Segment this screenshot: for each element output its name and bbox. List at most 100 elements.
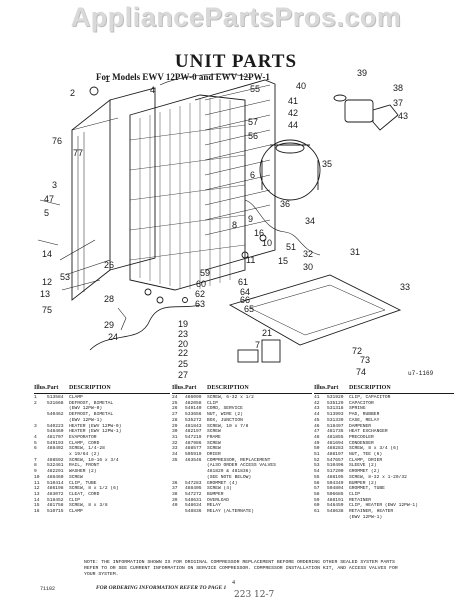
ordering-info: FOR ORDERING INFORMATION REFER TO PAGE 1 [96,585,227,591]
part-number: 486099 [185,395,202,400]
part-description: SCREW, 8 x 3/4 (6) [349,446,399,452]
part-description: DRIER [207,452,221,458]
illus-number: 3 [34,423,37,429]
part-number: 547272 [185,491,202,497]
callout-38: 38 [393,83,403,93]
part-number: 483072 [47,491,64,497]
callout-75: 75 [42,305,52,315]
part-number: 488195 [327,474,344,480]
part-number: 548634 [185,503,202,509]
illus-number: 6 [34,446,37,452]
part-number: 531920 [327,395,344,400]
illus-number: 27 [172,412,178,418]
part-number: 535129 [327,400,344,406]
callout-74: 74 [356,367,366,377]
part-number: 548836 [185,509,202,515]
part-description: SCREW, 10 x 7/8 [207,423,249,429]
part-description: EVAPORATOR [69,434,97,440]
part-description: CLAMP, DRIER [349,457,383,463]
part-number: 504804 [327,486,344,492]
part-description: (EWV 12PW-0) [69,406,103,412]
part-description: 481829 & 481836) [207,469,252,475]
part-description: CLIP, HEATER (EWV 12PW-1) [349,503,418,509]
part-description: SCREW [207,446,221,452]
part-description: PRECOOLER [349,434,374,440]
part-description: WASHER (2) [69,469,97,475]
compressor-note: NOTE: THE INFORMATION SHOWN IS FOR ORIGI… [84,560,398,577]
illus-number: 25 [172,400,178,406]
illus-number: 15 [34,503,40,509]
part-description: SCREW, 8 x 3/8 [69,503,108,509]
part-number: 513584 [47,395,64,400]
part-number: 548638 [327,509,344,515]
watermark: AppliancePartsPros.com [70,2,402,32]
parts-row: (ALSO ORDER ACCESS VALVES [172,463,312,469]
part-number: 548459 [327,503,344,509]
drawing-reference: u7-1169 [408,370,434,377]
callout-29: 29 [104,320,114,330]
parts-row: 15 481758 SCREW, 8 x 3/8 [34,503,170,509]
part-description: FRAME [207,434,221,440]
part-number: 463546 [185,457,202,463]
models-subtitle: For Models EWV 12PW-0 and EWV 12PW-1 [96,72,270,82]
part-number: 510414 [47,480,64,486]
callout-30: 30 [303,262,313,272]
illus-number: 50 [314,446,320,452]
service-cord-drawing [89,304,201,351]
callout-62: 62 [195,289,205,299]
illus-number: 47 [314,429,320,435]
exploded-parts-diagram: 55 39 40 38 2 1 37 4 41 42 57 43 56 44 7… [37,68,410,380]
illus-number: 46 [314,423,320,429]
callout-24: 24 [108,332,118,342]
part-description: GROMMET (2) [349,469,380,475]
illus-number [314,515,327,521]
part-description: CLIP [207,400,219,406]
part-description: SCREW, 6-32 x 1/2 [207,395,254,400]
illus-number: 26 [172,406,178,412]
illus-number: 36 [172,480,178,486]
part-number: 481758 [47,503,64,509]
part-number: 481735 [327,429,344,435]
callout-56: 56 [248,131,258,141]
illus-number: 59 [314,497,320,503]
part-number: 486198 [47,486,64,492]
callout-39: 39 [357,68,367,78]
part-number: 482291 [47,469,64,475]
part-description: CLIP [69,497,81,503]
part-description: RAIL, FRONT [69,463,100,469]
part-number: 505919 [185,452,202,458]
illus-number: 12 [34,486,40,492]
callout-16: 16 [254,228,264,238]
illus-number: 43 [314,406,320,412]
part-number: 487986 [185,440,202,446]
callout-22: 22 [178,348,188,358]
illus-number: 40 [172,503,178,509]
part-number: 547657 [327,457,344,463]
illus-number: 39 [172,497,178,503]
illus-number: 4 [34,434,37,440]
part-description: COMPRESSOR, REPLACEMENT [207,457,271,463]
part-description: GROMMET (4) [207,480,238,486]
part-description: CLEAT, CORD [69,491,100,497]
parts-row: x 19/64 (2) [34,452,170,458]
